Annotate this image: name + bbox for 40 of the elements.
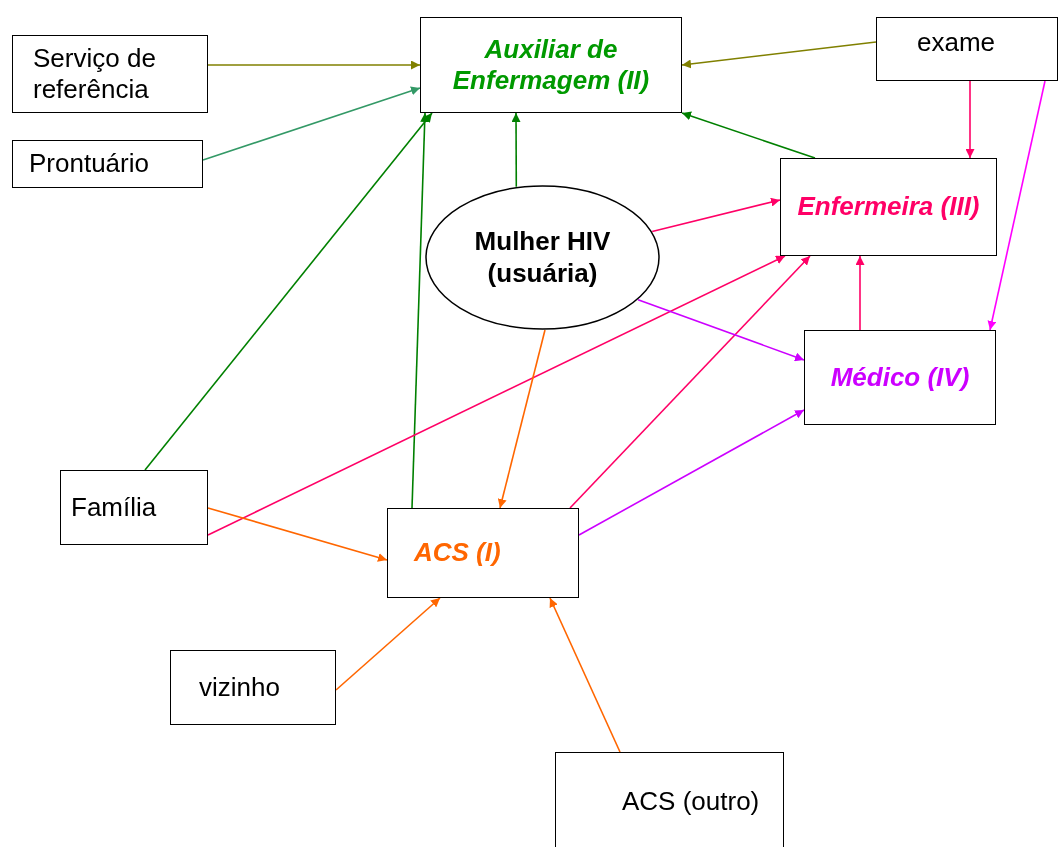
node-label: Prontuário [29, 148, 149, 180]
arrow [578, 409, 805, 536]
arrow [965, 80, 975, 159]
text-box [555, 752, 784, 847]
arrow [202, 86, 421, 161]
node-label: exame [917, 27, 996, 59]
arrow [207, 255, 786, 536]
arrow [569, 255, 811, 509]
arrow [335, 597, 441, 691]
node-label: Serviço de referência [33, 42, 157, 106]
arrow [637, 298, 805, 362]
text-box [876, 17, 1058, 81]
arrow [987, 80, 1046, 331]
text-box [420, 17, 682, 113]
text-box [60, 470, 208, 545]
arrow [497, 329, 546, 509]
arrow [681, 41, 877, 69]
node-label: ACS (outro) [622, 786, 760, 818]
arrow [549, 597, 621, 753]
text-box [780, 158, 997, 256]
arrow [651, 197, 781, 233]
arrow [207, 507, 388, 562]
arrow [411, 112, 430, 509]
arrow [681, 111, 816, 159]
node-label: Enfermeira (III) [797, 191, 980, 223]
node-label: Auxiliar de Enfermagem (II) [451, 33, 651, 97]
arrow [855, 255, 865, 331]
text-box [12, 140, 203, 188]
arrow [511, 112, 521, 188]
node-label: vizinho [199, 671, 280, 704]
text-box [170, 650, 336, 725]
node-label: ACS (I) [414, 537, 501, 569]
text-box [804, 330, 996, 425]
node-label: Família [71, 491, 157, 524]
node-label: Mulher HIV (usuária) [473, 226, 612, 289]
node-label: Médico (IV) [830, 361, 970, 394]
arrow [207, 60, 421, 70]
arrow [144, 112, 433, 471]
text-box [387, 508, 579, 598]
text-box [12, 35, 208, 113]
